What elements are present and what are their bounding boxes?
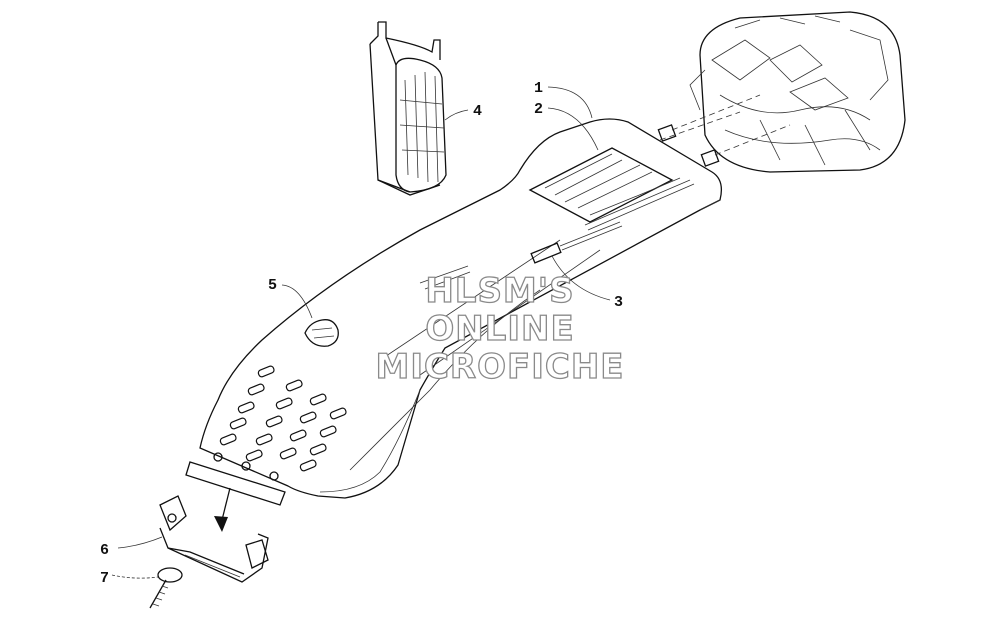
- callout-7: 7: [100, 570, 109, 587]
- watermark-line-2: ONLINE: [425, 309, 574, 349]
- bracket-part-6: [159, 495, 269, 583]
- screw-part-7: [149, 567, 183, 609]
- callout-3: 3: [614, 294, 623, 311]
- watermark: HLSM'S ONLINE MICROFICHE: [375, 270, 624, 387]
- leader-lines: [111, 86, 611, 579]
- callout-6: 6: [100, 542, 109, 559]
- engine-drawing: [689, 11, 906, 173]
- callout-4: 4: [473, 103, 482, 120]
- watermark-line-1: HLSM'S: [425, 271, 574, 311]
- decal-part-3: [530, 221, 623, 264]
- assembly-arrow: [214, 487, 231, 532]
- insulation-panel-part-4: [369, 21, 447, 196]
- fastener-part-5: [304, 319, 339, 347]
- belly-pan-part-1: [185, 118, 723, 506]
- callout-2: 2: [534, 101, 543, 118]
- watermark-line-3: MICROFICHE: [375, 347, 624, 387]
- decal-part-2: [528, 147, 695, 231]
- callout-1: 1: [534, 80, 543, 97]
- callout-5: 5: [268, 277, 277, 294]
- mounting-studs: [657, 94, 791, 167]
- vent-slots: [219, 365, 347, 472]
